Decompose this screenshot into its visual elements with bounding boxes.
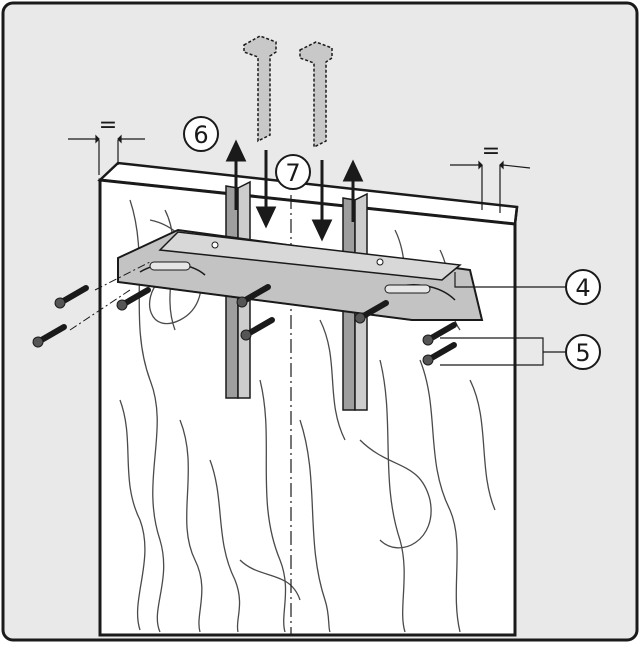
leader-lines (440, 272, 566, 366)
callout-7: 7 (275, 154, 311, 190)
motion-arrows (225, 139, 364, 242)
screw (354, 300, 389, 324)
mounting-bracket (117, 228, 484, 321)
screw (422, 342, 457, 366)
equal-mark-right: = (482, 139, 500, 164)
callout-4: 4 (565, 269, 601, 305)
callout-6: 6 (183, 116, 219, 152)
arrow-up-icon (225, 139, 247, 162)
callout-6-label: 6 (193, 121, 208, 149)
screw (54, 285, 89, 309)
arrow-down-icon (255, 206, 277, 229)
hanging-brackets (243, 35, 333, 149)
callout-5-label: 5 (575, 339, 590, 367)
furniture-panel (97, 161, 519, 637)
arrow-down-icon (311, 219, 333, 242)
equal-mark-left: = (99, 113, 117, 138)
screw (32, 324, 67, 348)
screw (116, 287, 151, 311)
screws (32, 261, 457, 366)
arrow-up-icon (342, 159, 364, 182)
callout-7-label: 7 (285, 159, 300, 187)
screw (422, 322, 457, 346)
screw (240, 317, 275, 341)
callout-5: 5 (565, 334, 601, 370)
callout-4-label: 4 (575, 274, 590, 302)
distance-markers (68, 134, 531, 213)
screw (236, 284, 271, 308)
